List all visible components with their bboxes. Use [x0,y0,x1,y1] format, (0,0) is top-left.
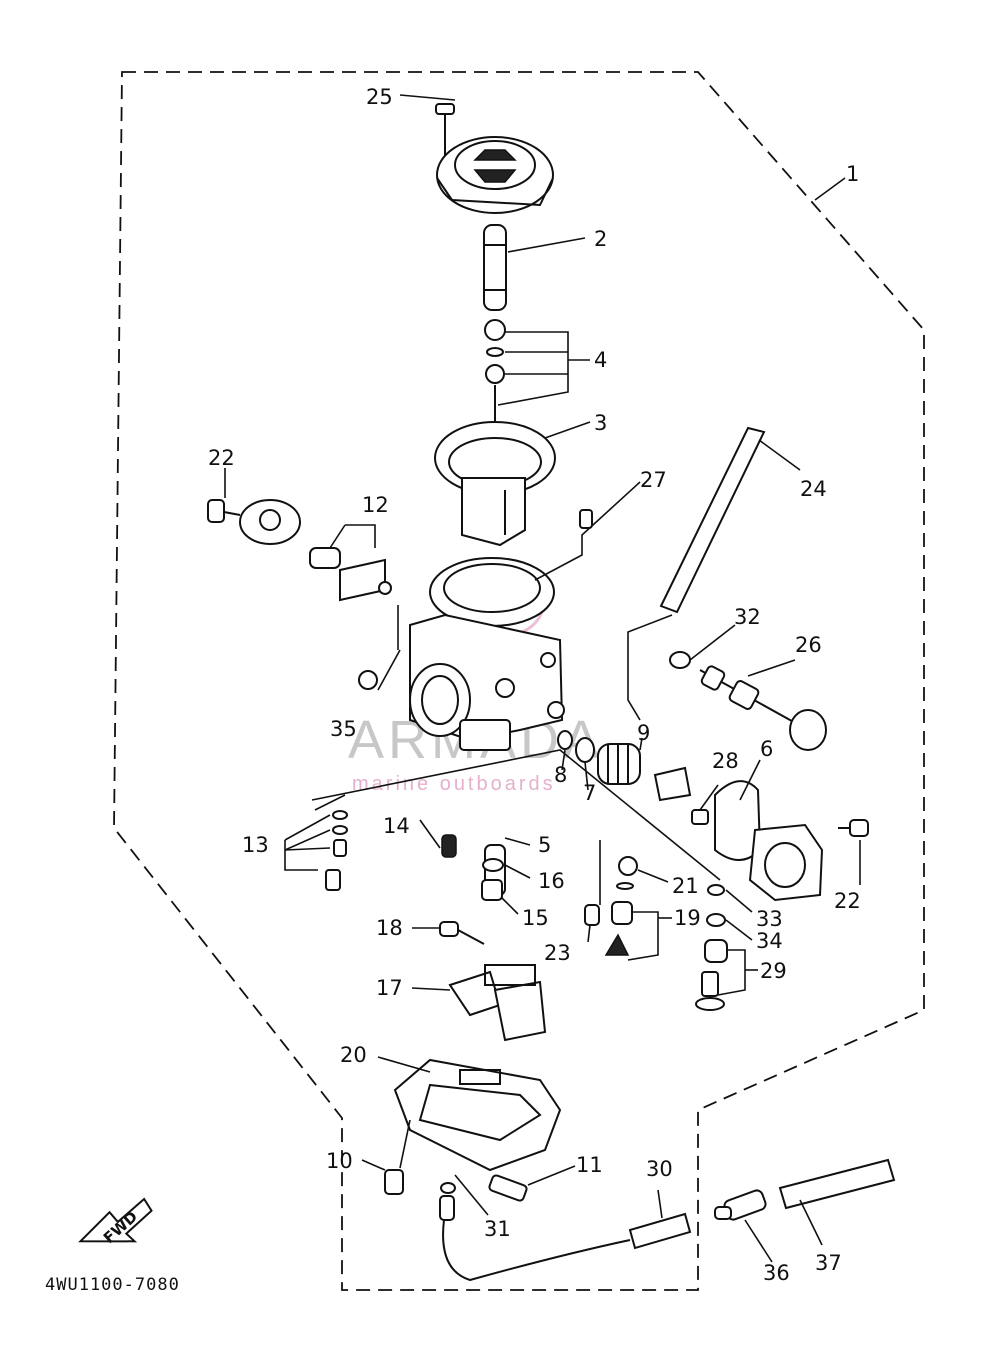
part-float-valve-21 [616,856,638,890]
part-fitting-36 [714,1189,767,1221]
part-hose-30 [628,1212,692,1250]
diagram-code: 4WU1100-7080 [45,1275,180,1295]
part-washer-16 [482,858,504,872]
part-jet-15 [481,879,503,901]
part-pin-18 [439,921,485,945]
part-cover-right [748,823,824,902]
part-jet-23 [584,904,600,926]
part-cover-22-left [207,499,301,545]
part-screw-set-13 [325,810,348,891]
part-float-bowl-20 [393,1058,562,1172]
callout-15: 15 [522,906,549,930]
callout-25: 25 [366,85,393,109]
callout-21: 21 [672,874,699,898]
part-top-cover [436,136,554,214]
callout-35: 35 [330,717,357,741]
part-rod-24 [659,426,766,614]
callout-23: 23 [544,941,571,965]
part-clip-hose-31 [439,1182,631,1282]
callout-36: 36 [763,1261,790,1285]
callout-9: 9 [637,721,650,745]
part-oring-33 [707,884,725,896]
callout-26: 26 [795,633,822,657]
callout-27: 27 [640,468,667,492]
part-bracket-28 [653,766,709,825]
part-needle-valve-19 [604,901,633,956]
callout-11: 11 [576,1153,603,1177]
part-nut-35 [358,670,378,690]
callout-20: 20 [340,1043,367,1067]
callout-14: 14 [383,814,410,838]
callout-3: 3 [594,411,607,435]
callout-labels: 1 2 3 4 5 6 7 8 9 10 11 12 13 14 15 16 1… [208,85,861,1285]
part-float-17 [448,964,547,1042]
part-oring-7 [575,737,595,763]
callout-1: 1 [846,162,859,186]
callout-30: 30 [646,1157,673,1181]
callout-16: 16 [538,869,565,893]
watermark-tagline: marine outboards [352,773,556,795]
part-spring-screw-29 [695,939,728,1011]
part-screw-11 [488,1174,528,1202]
part-spring-plunger-12 [309,547,392,602]
callout-6: 6 [760,737,773,761]
part-diaphragm-piston-3 [434,421,556,547]
callout-18: 18 [376,916,403,940]
part-screw-assembly-26 [699,665,827,751]
callout-10: 10 [326,1149,353,1173]
leader-lines [224,94,861,1263]
callout-22-left: 22 [208,446,235,470]
fwd-arrow-icon: FWD [78,1197,153,1247]
part-carburetor-body [409,557,565,751]
callout-37: 37 [815,1251,842,1275]
callout-32: 32 [734,605,761,629]
callout-33: 33 [756,907,783,931]
part-screw-25 [435,103,455,160]
part-jet-14 [441,834,457,858]
part-oring-32 [669,651,691,669]
part-spring-2 [483,224,507,311]
callout-17: 17 [376,976,403,1000]
callout-8: 8 [554,763,567,787]
callout-34: 34 [756,929,783,953]
callout-24: 24 [800,477,827,501]
callout-2: 2 [594,227,607,251]
callout-31: 31 [484,1217,511,1241]
part-screw-22-right [838,819,869,837]
part-hose-37 [778,1158,896,1210]
callout-28: 28 [712,749,739,773]
part-screw-10 [384,1169,404,1195]
callout-22-right: 22 [834,889,861,913]
part-jet-27 [579,509,593,529]
callout-19: 19 [674,906,701,930]
assembly-boundary [113,71,925,1291]
callout-13: 13 [242,833,269,857]
callout-4: 4 [594,348,607,372]
part-spring-9 [597,743,641,785]
callout-7: 7 [583,781,596,805]
callout-5: 5 [538,833,551,857]
callout-12: 12 [362,493,389,517]
callout-29: 29 [760,959,787,983]
part-washer-34 [706,913,726,927]
part-washer-8 [557,730,573,750]
